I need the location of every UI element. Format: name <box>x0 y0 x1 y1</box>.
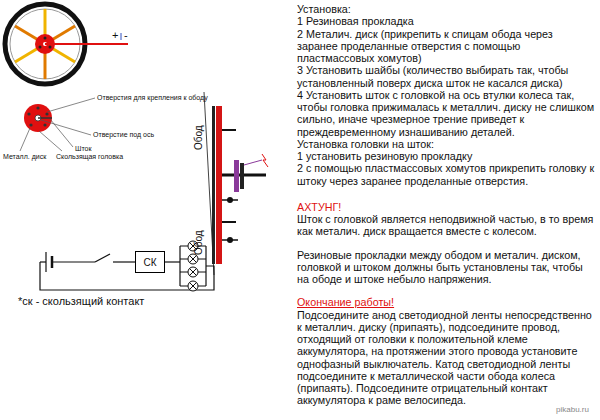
instruction-text: 1 установить резиновую прокладку <box>297 150 595 162</box>
part-label: Скользящая головка <box>56 153 123 161</box>
warning-heading: АХТУНГ! <box>297 201 595 213</box>
instruction-text: Резиновые прокладки между ободом и метал… <box>297 249 595 286</box>
switch-symbol <box>95 254 110 262</box>
instruction-text: Шток с головкой является неподвижной час… <box>297 213 595 238</box>
footnote: *ск - скользящий контакт <box>18 295 144 307</box>
box-label: СК <box>139 257 160 268</box>
polarity-mark: + <box>112 29 118 41</box>
instruction-text: 1 Резиновая прокладка <box>297 15 595 27</box>
leader-lines <box>20 98 95 151</box>
part-label: Шток <box>75 145 92 153</box>
instruction-text: 2 Металич. диск (прикрепить к спицам обо… <box>297 28 595 65</box>
rim-label: Обод <box>193 125 204 150</box>
instruction-text: 4 Установить шток с головкой на ось втул… <box>297 89 595 138</box>
watermark: pikabu.ru <box>556 406 589 415</box>
part-label: Отверстие под ось <box>93 131 154 139</box>
text-column: Установка:1 Резиновая прокладка2 Металич… <box>297 3 595 407</box>
part-label: Металл. диск <box>3 153 46 161</box>
metal-disk <box>24 104 52 132</box>
rim-label: Обод <box>193 230 204 255</box>
part-label: Отверстия для крепления к ободу <box>97 94 208 102</box>
instruction-text: Подсоедините анод светодиодной ленты неп… <box>297 309 595 407</box>
section-heading: Установка головки на шток: <box>297 138 595 150</box>
process-box: СК <box>135 251 165 273</box>
section-heading: Установка: <box>297 3 595 15</box>
cross-section <box>204 92 268 275</box>
wheel <box>5 4 128 84</box>
battery-symbol <box>45 252 46 272</box>
instruction-text: 3 Установить шайбы (количество выбирать … <box>297 64 595 89</box>
instruction-text: 2 с помощью пластмассовых хомутов прикре… <box>297 162 595 187</box>
circuit-schematic <box>40 246 214 290</box>
polarity-mark: - <box>124 29 128 41</box>
section-heading: Окончание работы! <box>297 296 595 308</box>
